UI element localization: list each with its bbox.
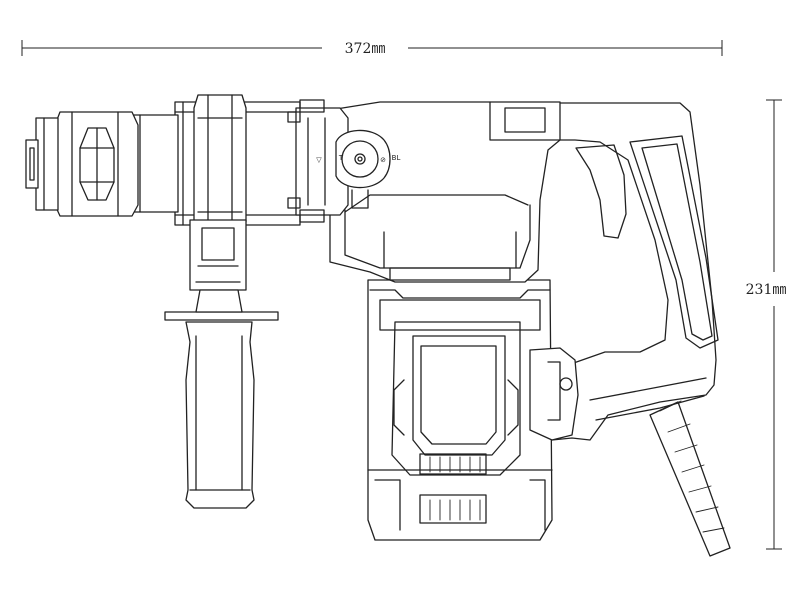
- side-handle: [164, 219, 279, 509]
- motor-housing: [367, 279, 553, 541]
- selector-label-chisel: ▽: [316, 156, 322, 164]
- mode-selector-knob[interactable]: ▽ T ⊘ BL: [316, 129, 401, 209]
- rear-handle: [547, 102, 719, 441]
- height-dimension: 231㎜: [746, 99, 787, 550]
- barrel: [174, 94, 301, 231]
- selector-label-lock: ⊘: [380, 156, 386, 164]
- length-dim-label: 372㎜: [345, 41, 386, 57]
- height-dim-label: 231㎜: [746, 282, 787, 298]
- gear-housing: [329, 101, 561, 283]
- selector-label-hammer: T: [338, 154, 344, 162]
- power-cord: [649, 400, 731, 557]
- chuck: [25, 111, 179, 217]
- handle-connector: [529, 347, 579, 441]
- selector-label-bl: BL: [392, 154, 401, 162]
- mode-selector-housing: [287, 99, 349, 223]
- motor-vent-lower: [419, 494, 487, 524]
- length-dimension: 372㎜: [21, 40, 723, 57]
